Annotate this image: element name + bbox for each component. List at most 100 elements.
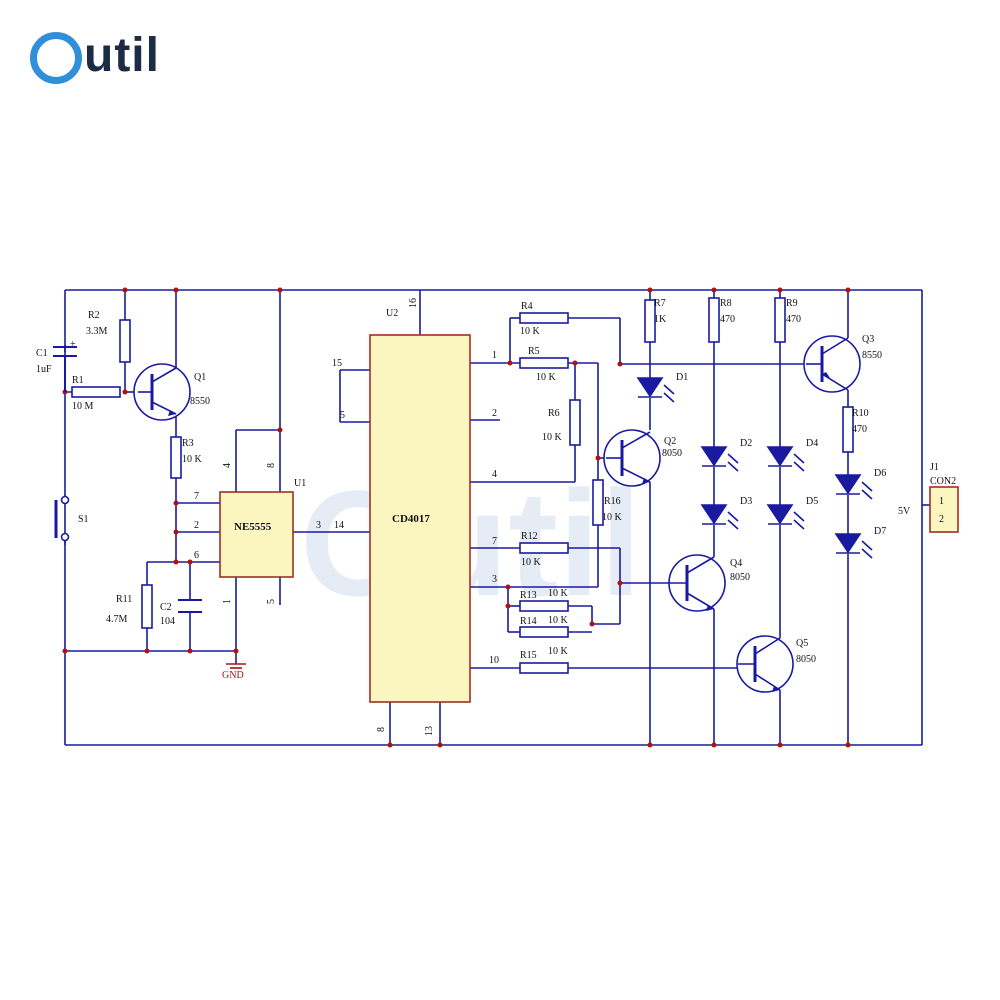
label-r3: R3 bbox=[182, 438, 194, 449]
transistor-q2 bbox=[603, 429, 661, 487]
value-r2: 3.3M bbox=[86, 326, 108, 337]
label-q4: Q4 bbox=[730, 558, 742, 569]
value-r16: 10 K bbox=[602, 512, 623, 523]
label-d7: D7 bbox=[874, 526, 886, 537]
value-r9: 470 bbox=[786, 314, 801, 325]
value-r11: 4.7M bbox=[106, 614, 128, 625]
led-d2 bbox=[700, 446, 739, 472]
pin-u2-3: 3 bbox=[492, 574, 497, 585]
pin-u2-5: 5 bbox=[340, 410, 345, 421]
label-r7: R7 bbox=[654, 298, 666, 309]
label-r13: R13 bbox=[520, 590, 537, 601]
label-r14: R14 bbox=[520, 616, 537, 627]
label-d1: D1 bbox=[676, 372, 688, 383]
pin-u2-8: 8 bbox=[376, 727, 387, 732]
logo-text: util bbox=[84, 29, 160, 82]
value-q4: 8050 bbox=[730, 572, 750, 583]
value-c2: 104 bbox=[160, 616, 175, 627]
value-r8: 470 bbox=[720, 314, 735, 325]
value-r1: 10 M bbox=[72, 401, 94, 412]
resistor-r14 bbox=[519, 626, 569, 638]
resistor-r7 bbox=[644, 299, 656, 343]
label-d2: D2 bbox=[740, 438, 752, 449]
label-s1: S1 bbox=[78, 514, 89, 525]
value-r6: 10 K bbox=[542, 432, 563, 443]
resistor-r12 bbox=[519, 542, 569, 554]
resistor-r16 bbox=[592, 479, 604, 526]
connector-j1 bbox=[929, 486, 959, 533]
resistor-r5 bbox=[519, 357, 569, 369]
pin-j1-2: 2 bbox=[939, 514, 944, 525]
value-q1: 8550 bbox=[190, 396, 210, 407]
led-d4 bbox=[766, 446, 805, 472]
junction-nodes bbox=[62, 287, 851, 748]
label-d3: D3 bbox=[740, 496, 752, 507]
label-r5: R5 bbox=[528, 346, 540, 357]
value-q2: 8050 bbox=[662, 448, 682, 459]
pin-u2-2: 2 bbox=[492, 408, 497, 419]
chip-name-u2: CD4017 bbox=[392, 513, 430, 525]
resistor-r10 bbox=[842, 406, 854, 453]
label-r2: R2 bbox=[88, 310, 100, 321]
label-d5: D5 bbox=[806, 496, 818, 507]
name-j1: CON2 bbox=[930, 476, 956, 487]
label-q3: Q3 bbox=[862, 334, 874, 345]
pin-u1-7: 7 bbox=[194, 491, 199, 502]
supply-5v: 5V bbox=[898, 506, 911, 517]
pin-u1-5: 5 bbox=[266, 599, 277, 604]
pin-u1-3: 3 bbox=[316, 520, 321, 531]
label-j1: J1 bbox=[930, 462, 939, 473]
pin-u1-6: 6 bbox=[194, 550, 199, 561]
resistor-r8 bbox=[708, 297, 720, 343]
pin-u2-4: 4 bbox=[492, 469, 497, 480]
led-d1 bbox=[636, 377, 675, 403]
ground-icon bbox=[226, 663, 246, 669]
chip-name-u1: NE5555 bbox=[234, 521, 272, 533]
value-r14: 10 K bbox=[548, 615, 569, 626]
label-r11: R11 bbox=[116, 594, 132, 605]
label-u2: U2 bbox=[386, 308, 398, 319]
label-u1: U1 bbox=[294, 478, 306, 489]
value-r4: 10 K bbox=[520, 326, 541, 337]
label-r12: R12 bbox=[521, 531, 538, 542]
value-r5: 10 K bbox=[536, 372, 557, 383]
capacitor-c1 bbox=[53, 346, 77, 392]
pin-u2-15: 15 bbox=[332, 358, 342, 369]
resistor-r13 bbox=[519, 600, 569, 612]
resistor-r9 bbox=[774, 297, 786, 343]
label-d6: D6 bbox=[874, 468, 886, 479]
resistor-r3 bbox=[170, 436, 182, 479]
led-d7 bbox=[834, 533, 873, 559]
polarity-c1: + bbox=[70, 339, 76, 350]
value-r3: 10 K bbox=[182, 454, 203, 465]
label-r15: R15 bbox=[520, 650, 537, 661]
value-r13: 10 K bbox=[548, 588, 569, 599]
label-c1: C1 bbox=[36, 348, 48, 359]
label-c2: C2 bbox=[160, 602, 172, 613]
resistor-r4 bbox=[519, 312, 569, 324]
transistor-q4 bbox=[668, 554, 726, 612]
label-r9: R9 bbox=[786, 298, 798, 309]
pin-j1-1: 1 bbox=[939, 496, 944, 507]
pin-u1-8: 8 bbox=[266, 463, 277, 468]
resistor-r6 bbox=[569, 399, 581, 446]
pin-u1-2: 2 bbox=[194, 520, 199, 531]
ic-u1-ne555 bbox=[219, 491, 294, 578]
label-gnd: GND bbox=[222, 670, 244, 681]
label-r10: R10 bbox=[852, 408, 869, 419]
pin-u2-13: 13 bbox=[424, 726, 435, 736]
pin-u1-4: 4 bbox=[222, 463, 233, 468]
watermark: Outil bbox=[300, 459, 642, 627]
label-q2: Q2 bbox=[664, 436, 676, 447]
value-r7: 1K bbox=[654, 314, 667, 325]
label-r8: R8 bbox=[720, 298, 732, 309]
pin-u2-7: 7 bbox=[492, 536, 497, 547]
transistor-q1 bbox=[133, 363, 191, 421]
label-q5: Q5 bbox=[796, 638, 808, 649]
logo-ring-icon bbox=[30, 32, 82, 84]
resistor-r11 bbox=[141, 584, 153, 629]
value-q5: 8050 bbox=[796, 654, 816, 665]
label-r16: R16 bbox=[604, 496, 621, 507]
resistor-r15 bbox=[519, 662, 569, 674]
